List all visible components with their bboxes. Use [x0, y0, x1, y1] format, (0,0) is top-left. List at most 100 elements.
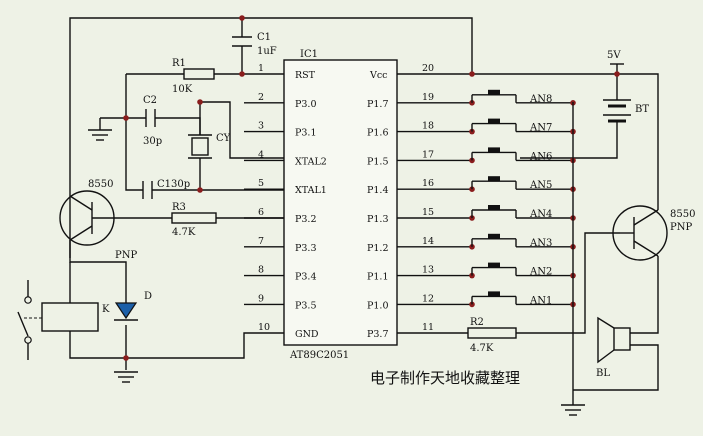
ic-right-pin-name: P1.6: [367, 128, 389, 139]
ic-left-pin-number: 1: [258, 63, 264, 74]
q2-transistor: [612, 205, 668, 261]
junction-dot: [239, 15, 245, 21]
ic-left-pin-name: P3.1: [295, 128, 317, 139]
q2-collector: [633, 240, 659, 257]
ic-right-pin-name: Vcc: [369, 70, 388, 81]
r1-resistor: [183, 68, 215, 80]
ic-left-pin-number: 8: [258, 265, 264, 276]
q2-model: 8550: [670, 209, 695, 220]
ic-left-pin-name: P3.0: [295, 99, 317, 110]
ic-left-pin-number: 10: [258, 322, 270, 333]
pnp-label-left: PNP: [115, 250, 137, 261]
junction-dot: [469, 272, 475, 279]
top-feedback-wire: [69, 17, 473, 258]
ic-left-pin-number: 5: [258, 178, 264, 189]
crystal-ref: CY: [216, 133, 231, 144]
r1-left-drop-wire: [125, 74, 143, 191]
q1-emitter: [69, 195, 93, 211]
ic-right-pin-number: 15: [422, 207, 434, 218]
c2-ref: C2: [143, 95, 157, 106]
ic-left-pin-name: P3.3: [295, 243, 317, 254]
ic-left-pin-number: 6: [258, 207, 264, 218]
c2-value: 30p: [143, 136, 162, 147]
caption: 电子制作天地收藏整理: [370, 369, 520, 387]
ic-left-pin-name: XTAL2: [295, 156, 327, 167]
ic-right-pin-number: 13: [422, 265, 434, 276]
q2-emitter: [633, 209, 659, 226]
crystal-cy: [191, 137, 209, 156]
ic-left-pin-number: 7: [258, 236, 264, 247]
relay-contact-top: [24, 296, 32, 304]
buzzer-ref: BL: [596, 368, 610, 379]
ic-left-pin-name: XTAL1: [295, 185, 327, 196]
ic-right-pin-name: P3.7: [367, 329, 389, 340]
q1-collector: [69, 225, 93, 241]
junction-dot: [197, 99, 203, 105]
button-label: AN7: [529, 123, 552, 134]
c1-top-value: 1uF: [257, 46, 277, 57]
pushbutton-cap: [488, 118, 500, 124]
ic-right-pin-name: P1.7: [367, 99, 389, 110]
button-label: AN6: [529, 151, 552, 162]
ic-right-pin-name: P1.4: [367, 185, 389, 196]
r1-value: 10K: [172, 84, 193, 95]
ic-right-pin-number: 18: [422, 121, 434, 132]
button-label: AN5: [529, 180, 552, 191]
c1-low-ref: C1: [157, 179, 171, 190]
ic-left-pin-name: GND: [295, 329, 319, 340]
pushbutton-cap: [488, 176, 500, 182]
ic-right-pin-number: 11: [422, 322, 434, 333]
button-label: AN2: [529, 267, 552, 278]
ic-right-pin-number: 17: [422, 149, 434, 160]
junction-dot: [469, 301, 475, 308]
relay-switch-blade: [17, 311, 29, 337]
r3-ref: R3: [172, 202, 186, 213]
ic-right-pin-number: 12: [422, 293, 434, 304]
ic-right-pin-name: P1.1: [367, 272, 389, 283]
junction-dot: [469, 71, 475, 77]
relay-bottom-wire: [69, 325, 127, 370]
ic-left-pin-name: P3.5: [295, 300, 317, 311]
pushbutton-cap: [488, 89, 500, 95]
junction-dot: [614, 71, 620, 77]
ic-right-pin-number: 14: [422, 236, 434, 247]
junction-dot: [123, 355, 129, 361]
diode-d: [114, 302, 138, 320]
ic-left-pin-number: 2: [258, 92, 264, 103]
relay-ref: K: [102, 304, 110, 315]
supply-label: 5V: [607, 50, 621, 61]
r2-resistor: [467, 327, 517, 339]
ic-right-pin-name: P1.3: [367, 214, 389, 225]
pushbutton-cap: [488, 291, 500, 297]
battery-ref: BT: [635, 104, 649, 115]
pushbutton-cap: [488, 233, 500, 239]
gnd-pin-wire: [126, 332, 284, 359]
r2-ref: R2: [470, 317, 484, 328]
ic-part-label: AT89C2051: [289, 350, 349, 361]
ic-right-pin-name: P1.0: [367, 300, 389, 311]
junction-dot: [239, 71, 245, 77]
r2-wire: [397, 232, 620, 334]
pushbutton-cap: [488, 205, 500, 210]
button-label: AN4: [529, 209, 552, 220]
r3-value: 4.7K: [172, 227, 196, 238]
q2-type: PNP: [670, 222, 692, 233]
ic-right-pins: 20Vcc19P1.718P1.617P1.516P1.415P1.314P1.…: [367, 63, 434, 340]
r2-value: 4.7K: [470, 343, 494, 354]
buzzer-body: [613, 327, 631, 351]
button-label: AN1: [529, 295, 552, 306]
ic-left-pin-number: 9: [258, 293, 264, 304]
battery-wires: [520, 90, 618, 159]
q1-model: 8550: [88, 179, 113, 190]
ic-left-pin-name: P3.2: [295, 214, 317, 225]
vcc-rail-wire: [397, 73, 659, 196]
junction-dot: [123, 115, 129, 121]
junction-dot: [197, 187, 203, 193]
c1-top-ref: C1: [257, 32, 271, 43]
pushbutton-cap: [488, 147, 500, 153]
diode-ref: D: [144, 291, 152, 302]
ic-left-pin-name: RST: [295, 70, 316, 81]
relay-coil-k: [41, 302, 99, 332]
